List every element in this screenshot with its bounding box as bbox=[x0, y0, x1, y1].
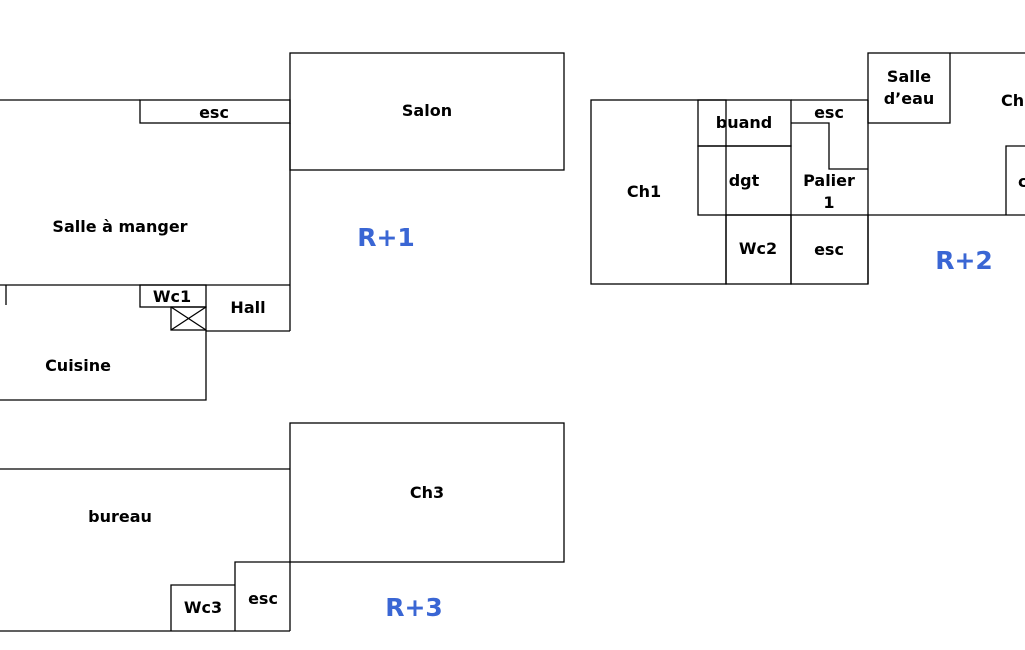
room-ch1 bbox=[590, 99, 727, 285]
floor-r1: esc Salon Salle à manger Wc1 Hall Cuisin… bbox=[0, 52, 565, 401]
label-hall: Hall bbox=[230, 298, 265, 317]
floor-label-r2: R+2 bbox=[935, 246, 993, 275]
label-bureau: bureau bbox=[88, 507, 152, 526]
label-ch3: Ch3 bbox=[410, 483, 444, 502]
label-esc-top: esc bbox=[814, 103, 844, 122]
label-esc-r3: esc bbox=[248, 589, 278, 608]
floor-r2: buand esc Ch1 dgt Palier 1 Wc2 esc Salle… bbox=[590, 52, 1025, 285]
room-salle-deau bbox=[867, 52, 951, 124]
room-wc3 bbox=[170, 584, 235, 631]
room-esc-r3 bbox=[234, 561, 290, 631]
label-palier-line2: 1 bbox=[823, 193, 834, 212]
room-ch3 bbox=[289, 422, 565, 563]
floor-label-r1: R+1 bbox=[357, 223, 415, 252]
label-esc-bottom: esc bbox=[814, 240, 844, 259]
label-wc3: Wc3 bbox=[184, 598, 222, 617]
label-ch-partial: Ch bbox=[1001, 91, 1024, 110]
label-palier-line1: Palier bbox=[803, 171, 855, 190]
label-salon: Salon bbox=[402, 101, 452, 120]
label-cut-partial: c bbox=[1018, 172, 1025, 191]
label-buand: buand bbox=[716, 113, 772, 132]
label-ch1: Ch1 bbox=[627, 182, 661, 201]
floor-label-r3: R+3 bbox=[385, 593, 443, 622]
label-dgt: dgt bbox=[729, 171, 760, 190]
room-cuisine bbox=[0, 330, 207, 401]
room-esc-bottom bbox=[790, 214, 869, 285]
label-salle-deau-line2: d’eau bbox=[884, 89, 935, 108]
shaft-cross-icon bbox=[170, 306, 207, 331]
label-cuisine: Cuisine bbox=[45, 356, 111, 375]
label-salle-deau-line1: Salle bbox=[887, 67, 931, 86]
label-wc2: Wc2 bbox=[739, 239, 777, 258]
label-salle-a-manger: Salle à manger bbox=[52, 217, 187, 236]
label-wc1: Wc1 bbox=[153, 287, 191, 306]
label-esc-r1: esc bbox=[199, 103, 229, 122]
room-esc-r1 bbox=[139, 99, 291, 124]
wall-ch-right-room bbox=[1005, 145, 1025, 215]
wall-esc-inner bbox=[791, 122, 868, 170]
floor-r3: bureau Ch3 Wc3 esc R+3 bbox=[0, 422, 565, 632]
